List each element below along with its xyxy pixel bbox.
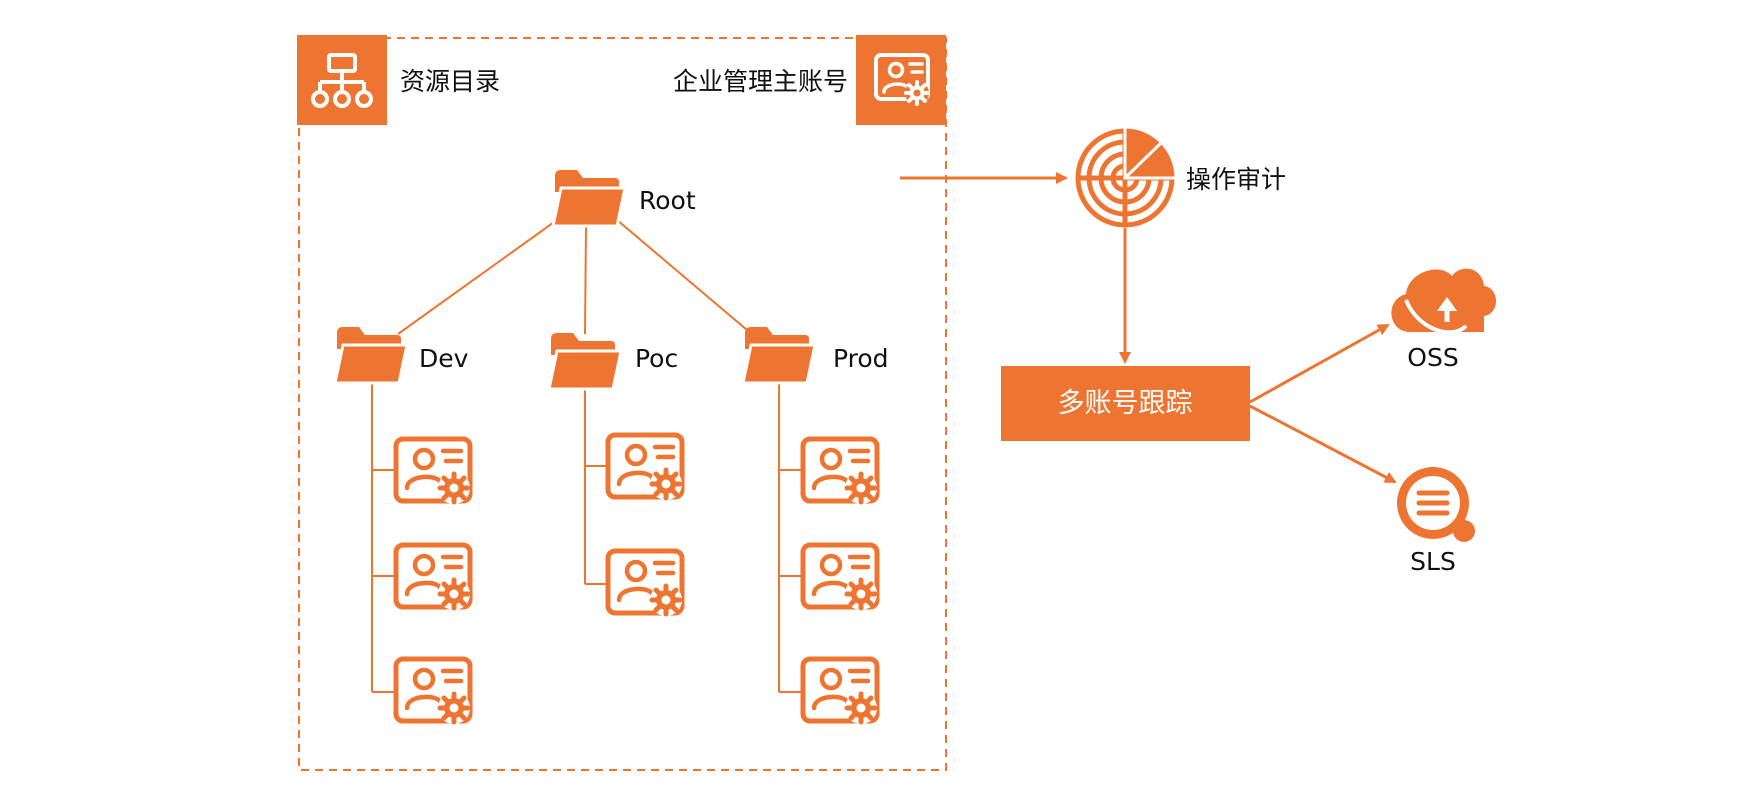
account-settings-icon	[803, 545, 877, 610]
account-settings-icon	[396, 439, 470, 504]
arrow-to-sls	[1249, 404, 1397, 484]
folder-icon	[547, 331, 623, 391]
account-settings-icon	[803, 439, 877, 504]
folder-label-prod: Prod	[833, 344, 889, 373]
tracking-label: 多账号跟踪	[1057, 388, 1193, 419]
sls-label: SLS	[1410, 547, 1456, 576]
directory-title: 资源目录	[400, 67, 501, 96]
hierarchy-icon	[297, 35, 387, 125]
account-settings-icon	[608, 551, 682, 616]
folder-icon	[551, 168, 627, 228]
account-settings-icon	[396, 659, 470, 724]
folder-icon	[741, 325, 817, 385]
account-settings-icon	[608, 435, 682, 500]
multi-account-tracking-box	[1001, 366, 1250, 441]
account-settings-icon	[396, 545, 470, 610]
folder-label-dev: Dev	[419, 344, 469, 373]
radar-icon	[1075, 125, 1178, 228]
folder-label-root: Root	[639, 186, 696, 215]
folder-label-poc: Poc	[635, 344, 679, 373]
tree-connectors	[397, 219, 748, 335]
account-settings-icon	[856, 35, 946, 125]
account-connectors	[371, 382, 801, 693]
resource-directory-boundary	[298, 37, 947, 771]
folder-icon	[333, 325, 409, 385]
oss-label: OSS	[1407, 343, 1459, 372]
audit-label: 操作审计	[1186, 165, 1287, 194]
cloud-upload-icon	[1391, 268, 1496, 335]
arrow-to-oss	[1249, 323, 1390, 404]
account-settings-icon	[803, 659, 877, 724]
log-search-icon	[1397, 467, 1475, 542]
master-account-label: 企业管理主账号	[672, 67, 848, 96]
